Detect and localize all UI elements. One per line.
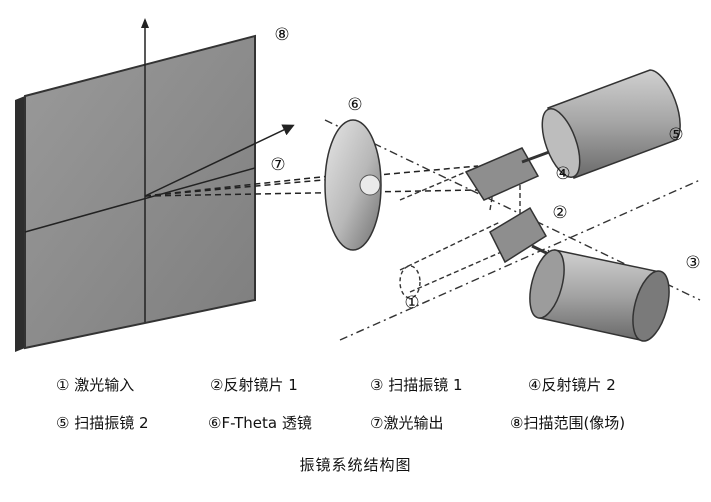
legend-num-3: ③ (370, 376, 384, 394)
marker-6: ⑥ (347, 95, 362, 115)
legend-text-2: 反射镜片 1 (223, 376, 298, 394)
legend-item-4: ④反射镜片 2 (528, 376, 616, 394)
marker-5: ⑤ (668, 125, 683, 145)
legend-item-8: ⑧扫描范围(像场) (510, 414, 625, 432)
scanner-motor-2 (541, 69, 681, 179)
legend-num-7: ⑦ (370, 414, 384, 432)
x-axis-line (24, 167, 256, 233)
legend-text-8: 扫描范围(像场) (523, 414, 626, 432)
legend-num-8: ⑧ (510, 414, 524, 432)
galvo-diagram: ① ② ③ ④ ⑤ ⑥ ⑦ ⑧ (15, 18, 701, 352)
legend-item-3: ③ 扫描振镜 1 (370, 376, 463, 394)
figure-caption: 振镜系统结构图 (299, 456, 412, 474)
legend-item-5: ⑤ 扫描振镜 2 (56, 414, 149, 432)
y-axis-arrow (141, 18, 149, 28)
marker-1: ① (404, 293, 419, 313)
legend-num-4: ④ (528, 376, 542, 394)
marker-7: ⑦ (270, 155, 285, 175)
output-axis-arrow (144, 124, 295, 197)
scanner-motor-1 (529, 249, 670, 342)
legend-item-7: ⑦激光输出 (370, 414, 443, 432)
marker-4: ④ (555, 164, 570, 184)
scan-field-screen (15, 18, 295, 352)
legend-num-2: ② (210, 376, 224, 394)
marker-3: ③ (685, 253, 700, 273)
f-theta-lens (324, 119, 382, 251)
legend-item-1: ① 激光输入 (56, 376, 134, 394)
output-beam (144, 165, 479, 197)
legend-text-5: 扫描振镜 2 (74, 414, 149, 432)
legend-item-6: ⑥F-Theta 透镜 (208, 414, 312, 432)
legend-item-2: ②反射镜片 1 (210, 376, 298, 394)
marker-8: ⑧ (274, 25, 289, 45)
legend-text-3: 扫描振镜 1 (388, 376, 463, 394)
legend-text-6: F-Theta 透镜 (221, 414, 312, 432)
legend-num-5: ⑤ (56, 414, 70, 432)
mirror-1 (489, 206, 548, 264)
legend-text-1: 激光输入 (74, 376, 135, 394)
legend-text-7: 激光输出 (383, 414, 444, 432)
legend-num-1: ① (56, 376, 70, 394)
legend-text-4: 反射镜片 2 (541, 376, 616, 394)
marker-2: ② (552, 203, 567, 223)
mirror-2 (464, 147, 540, 201)
input-aperture (399, 265, 421, 299)
legend-num-6: ⑥ (208, 414, 222, 432)
